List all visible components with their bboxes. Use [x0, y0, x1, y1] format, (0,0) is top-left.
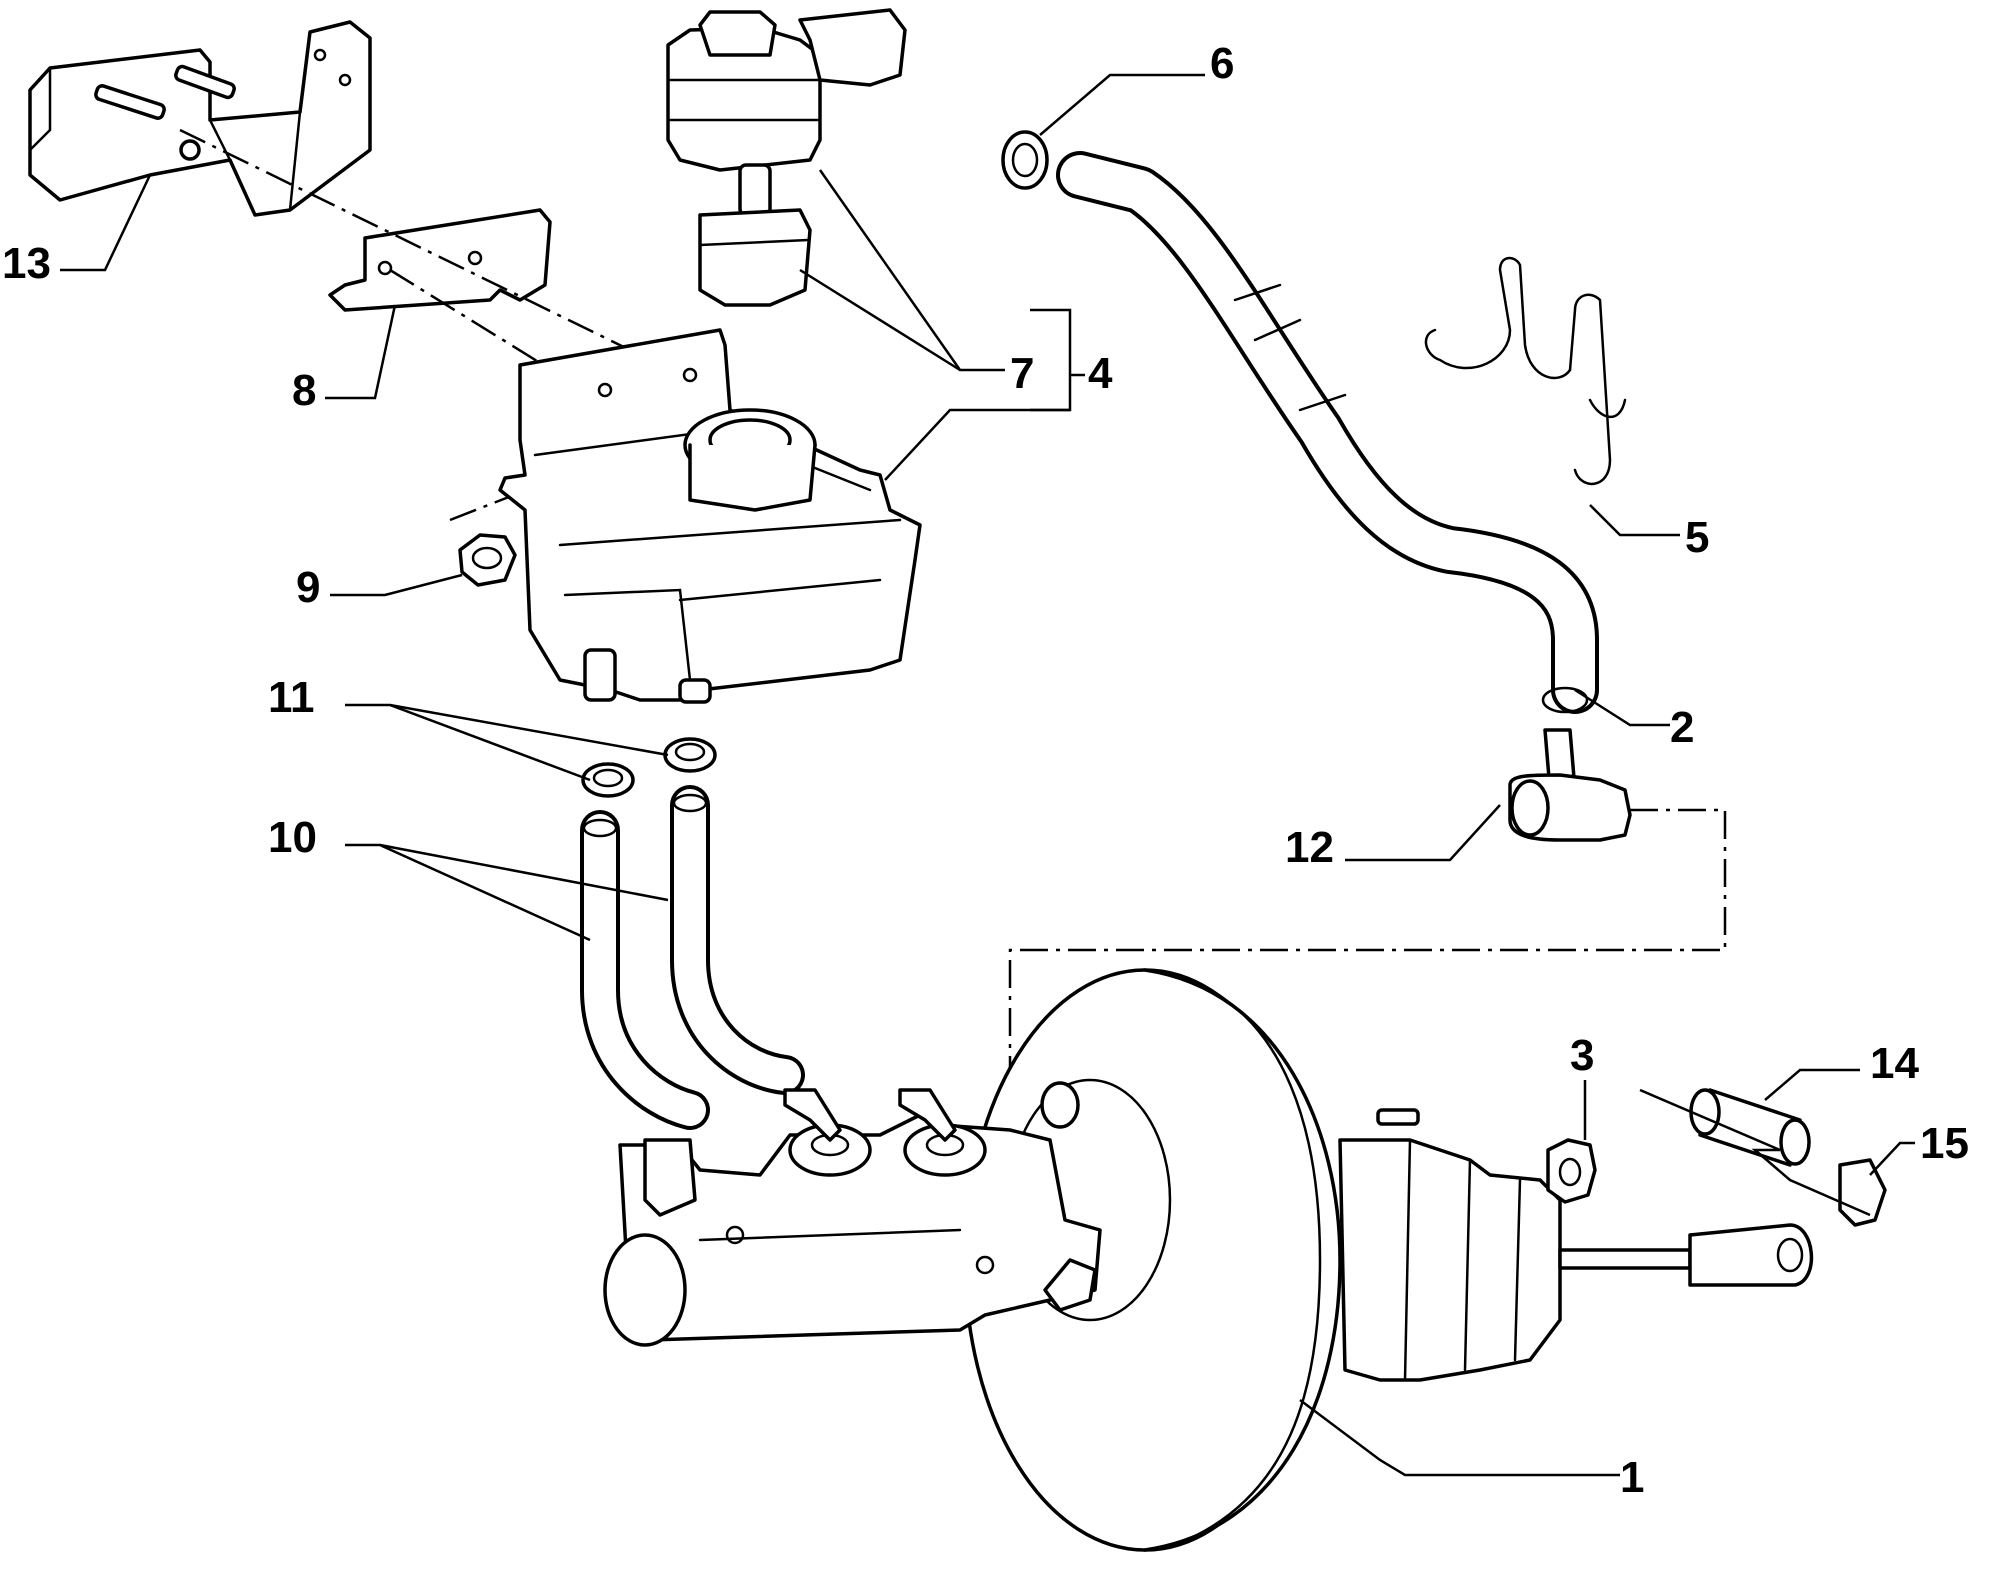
part-5-spring-clips: [1424, 256, 1627, 486]
push-rod-indicator-line: [1639, 1088, 1871, 1217]
callout-11: 11: [268, 673, 315, 722]
part-7-reservoir-cap: [666, 8, 907, 307]
callout-15: 15: [1920, 1119, 1969, 1168]
part-10-hoses: [580, 785, 805, 1130]
callout-12: 12: [1285, 823, 1334, 872]
callout-10: 10: [268, 813, 317, 862]
callout-3: 3: [1570, 1031, 1594, 1080]
callout-7: 7: [1010, 349, 1034, 398]
callout-4: 4: [1088, 349, 1113, 398]
part-4-fluid-reservoir: [498, 328, 922, 704]
callout-6: 6: [1210, 39, 1234, 88]
callout-14: 14: [1870, 1039, 1919, 1088]
part-3-nut: [1546, 1138, 1597, 1204]
leader-lines: [60, 73, 1915, 1477]
callout-2: 2: [1670, 703, 1694, 752]
callout-5: 5: [1685, 513, 1709, 562]
callout-1: 1: [1620, 1453, 1644, 1502]
part-15-clip: [1838, 1158, 1887, 1227]
part-14-pin: [1689, 1088, 1811, 1167]
part-12-elbow-fitting: [1508, 728, 1632, 842]
part-13-mounting-bracket: [28, 20, 372, 217]
part-2-vacuum-hose: [1056, 151, 1599, 714]
part-6-hose-clip: [1001, 130, 1049, 190]
callout-13: 13: [2, 239, 51, 288]
callout-9: 9: [296, 563, 320, 612]
part-9-nut: [458, 533, 517, 587]
part-1-brake-booster: [603, 968, 1814, 1552]
alignment-line-booster: [1008, 808, 1727, 1100]
callout-8: 8: [292, 366, 316, 415]
alignment-line-upper: [179, 128, 631, 352]
